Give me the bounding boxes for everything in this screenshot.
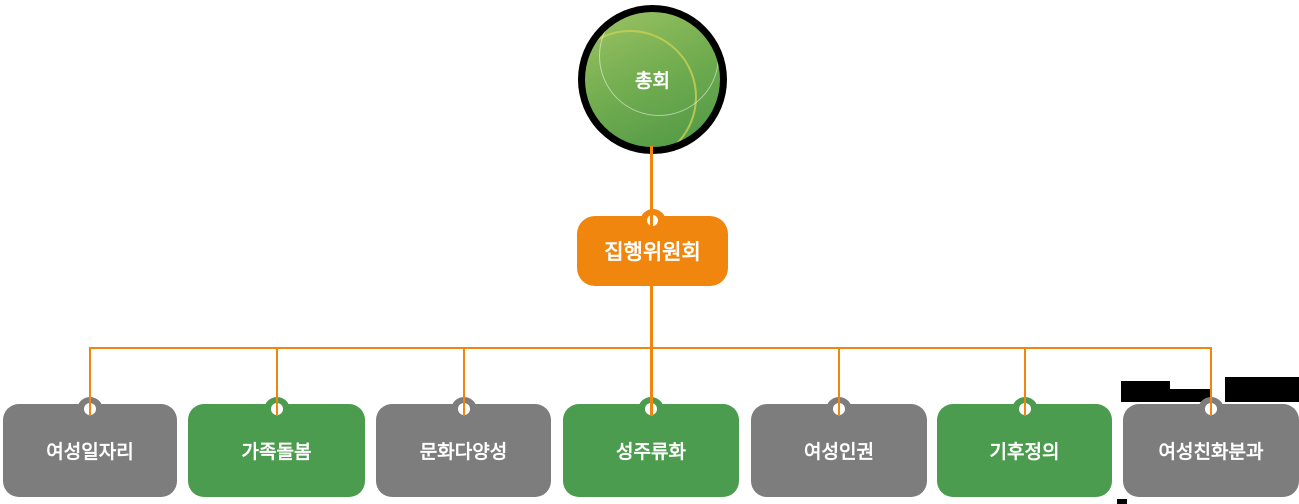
committee-node-2: 가족돌봄 xyxy=(188,347,365,497)
executive-committee-node: 집행위원회 xyxy=(577,209,728,286)
committee-node-7: 여성친화분과 xyxy=(1123,347,1299,497)
general-assembly-circle-face: 총회 xyxy=(585,12,720,147)
render-artifact xyxy=(1170,389,1210,402)
connector-root-to-executive xyxy=(650,146,653,226)
committee-label: 여성일자리 xyxy=(46,442,134,463)
connector-line xyxy=(838,347,840,416)
connector-line xyxy=(462,347,465,416)
committee-label: 여성친화분과 xyxy=(1158,442,1264,463)
committee-node-1: 여성일자리 xyxy=(3,347,177,497)
connector-line xyxy=(1210,347,1212,416)
connector-line xyxy=(275,347,278,416)
committee-label: 문화다양성 xyxy=(419,442,508,463)
committee-label: 여성인권 xyxy=(804,442,874,463)
committee-node-6: 기후정의 xyxy=(937,347,1112,497)
connector-executive-to-branch xyxy=(650,286,653,349)
render-artifact xyxy=(1225,377,1299,402)
committee-node-3: 문화다양성 xyxy=(376,347,551,497)
committee-node-4: 성주류화 xyxy=(563,347,739,497)
general-assembly-label: 총회 xyxy=(635,71,670,92)
committee-label: 기후정의 xyxy=(989,442,1060,463)
branch-horizontal-line xyxy=(89,347,1211,349)
render-artifact xyxy=(1117,499,1127,504)
connector-line xyxy=(1023,347,1026,416)
connector-line xyxy=(649,347,653,416)
render-artifact xyxy=(1121,381,1170,402)
executive-committee-label: 집행위원회 xyxy=(604,241,701,264)
connector-line xyxy=(89,347,91,416)
general-assembly-node: 총회 xyxy=(578,5,727,154)
committee-label: 성주류화 xyxy=(616,442,686,463)
committee-node-5: 여성인권 xyxy=(751,347,927,497)
committee-label: 가족돌봄 xyxy=(241,442,312,463)
